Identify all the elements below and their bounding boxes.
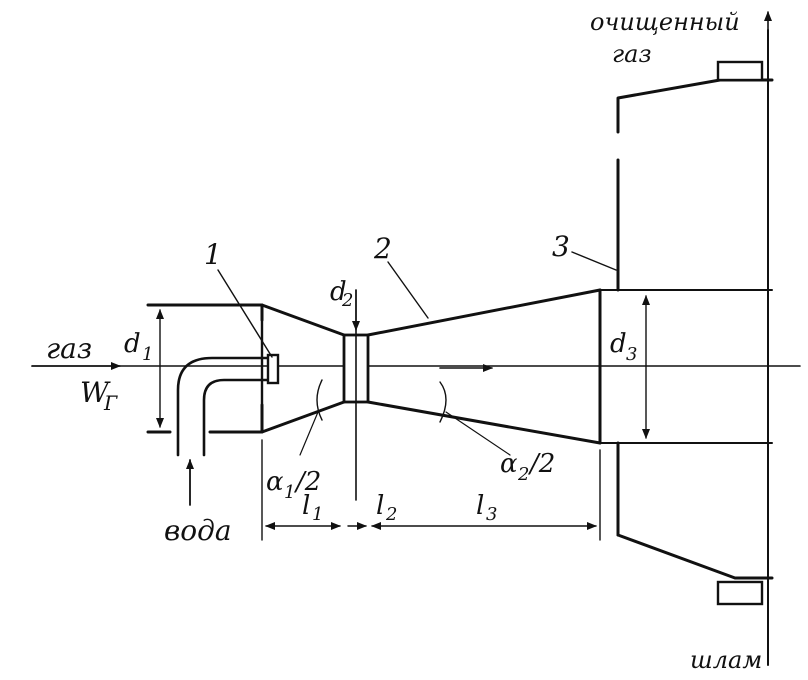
separator-top-cone: [616, 78, 774, 134]
alpha2-sub-label: 2: [517, 464, 529, 485]
l2-sub-label: 2: [385, 504, 397, 525]
clean-gas-label: очищенный: [590, 8, 740, 36]
d2-sub-label: 2: [341, 290, 353, 311]
alpha2-label: α: [500, 449, 518, 479]
l2-label: l: [376, 491, 384, 521]
sludge-outlet-flange: [716, 580, 764, 606]
water-nozzle: [266, 353, 280, 385]
velocity-sub-label: Г: [103, 391, 118, 415]
l3-label: l: [476, 491, 484, 521]
part-1-label: 1: [204, 238, 222, 271]
part1-leader: [217, 269, 273, 358]
l1-sub-label: 1: [312, 504, 323, 525]
water-feed-pipe-inner: [202, 378, 274, 457]
alpha1-arc: [316, 379, 323, 421]
alpha2-arc: [439, 381, 447, 423]
part-2-label: 2: [373, 232, 392, 265]
d3-sub-label: 3: [626, 344, 637, 365]
velocity-label: W: [80, 376, 111, 409]
separator-bottom-cone: [616, 533, 774, 580]
alpha1-leader: [299, 411, 319, 456]
confuser-top-wall: [260, 303, 346, 337]
water-label: вода: [164, 514, 232, 547]
d1-label: d: [124, 329, 141, 359]
alpha2-tail-label: /2: [527, 449, 555, 479]
diffuser-bottom-wall: [366, 400, 602, 445]
part2-leader: [387, 261, 429, 319]
alpha1-sub-label: 1: [284, 482, 295, 503]
d2-label: d: [330, 277, 347, 307]
confuser-bottom-wall: [260, 400, 346, 434]
gas-label: газ: [46, 332, 92, 365]
sludge-label: шлам: [690, 646, 762, 674]
l3-sub-label: 3: [486, 504, 497, 525]
part-3-label: 3: [552, 230, 570, 263]
alpha2-leader: [445, 411, 511, 456]
alpha1-tail-label: /2: [293, 467, 321, 497]
alpha1-label: α: [266, 467, 284, 497]
diffuser-top-wall: [366, 288, 602, 337]
clean-gas-outlet-flange: [716, 60, 764, 82]
d1-sub-label: 1: [142, 344, 153, 365]
clean-gas-label-2: газ: [612, 40, 652, 68]
part3-leader: [571, 251, 617, 271]
l1-label: l: [302, 491, 310, 521]
d3-label: d: [610, 329, 627, 359]
water-feed-pipe: [176, 356, 274, 457]
